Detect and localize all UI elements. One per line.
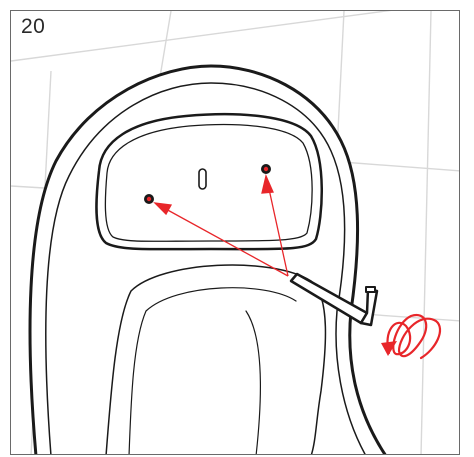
installation-illustration <box>11 11 460 455</box>
rotation-arrow-icon <box>381 315 440 358</box>
figure-frame <box>10 10 460 455</box>
step-number: 20 <box>19 15 47 39</box>
urinal-body <box>30 66 386 455</box>
